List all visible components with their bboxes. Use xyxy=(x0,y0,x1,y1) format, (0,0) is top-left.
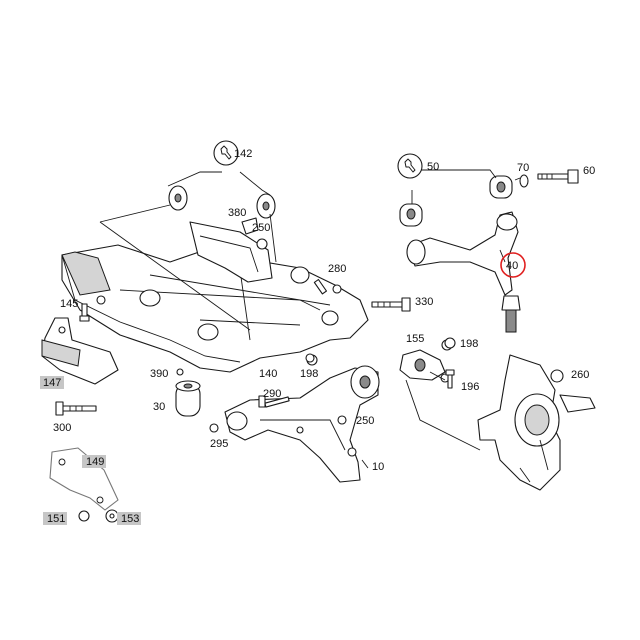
callout-147: 147 xyxy=(43,377,61,389)
callout-50: 50 xyxy=(427,161,439,173)
callout-290: 290 xyxy=(263,388,281,400)
bushing-30 xyxy=(175,380,201,417)
callout-380: 380 xyxy=(228,207,246,219)
nut-198-left xyxy=(305,353,315,363)
callout-155: 155 xyxy=(406,333,424,345)
nut-390 xyxy=(176,368,184,376)
steering-knuckle xyxy=(477,354,596,491)
callout-280: 280 xyxy=(328,263,346,275)
upper-arm-bushings-50 xyxy=(399,169,513,227)
label-box-149 xyxy=(82,455,106,468)
label-box-153 xyxy=(117,512,141,525)
callout-149: 149 xyxy=(86,456,104,468)
bolt-151 xyxy=(78,510,90,522)
nut-295 xyxy=(209,423,219,433)
bolt-196 xyxy=(445,369,455,389)
bracket-147 xyxy=(41,317,119,385)
subframe-bushings-142 xyxy=(99,171,277,331)
washer-153 xyxy=(105,509,119,523)
callout-198-right: 198 xyxy=(460,338,478,350)
callout-10: 10 xyxy=(372,461,384,473)
highlight-ring-40 xyxy=(500,252,526,278)
callout-40: 40 xyxy=(506,260,518,272)
bracket-380 xyxy=(241,217,259,235)
bolt-330 xyxy=(371,297,411,312)
callout-250-lower: 250 xyxy=(356,415,374,427)
callout-260: 260 xyxy=(571,369,589,381)
callout-153: 153 xyxy=(121,513,139,525)
callout-145: 145 xyxy=(60,298,78,310)
lower-control-arm-10 xyxy=(224,365,380,483)
callout-70: 70 xyxy=(517,162,529,174)
callout-196: 196 xyxy=(461,381,479,393)
washer-70 xyxy=(514,174,529,188)
label-box-151 xyxy=(43,512,67,525)
upper-control-arm-40 xyxy=(406,211,521,333)
wrench-icon xyxy=(213,140,239,166)
callout-390: 390 xyxy=(150,368,168,380)
callout-198-left: 198 xyxy=(300,368,318,380)
callout-30: 30 xyxy=(153,401,165,413)
callout-60: 60 xyxy=(583,165,595,177)
bolt-300 xyxy=(55,401,97,416)
callout-300: 300 xyxy=(53,422,71,434)
bolt-60 xyxy=(537,169,579,184)
wrench-icon xyxy=(397,153,423,179)
callout-140: 140 xyxy=(259,368,277,380)
stabilizer-bracket-155 xyxy=(399,339,481,451)
callout-295: 295 xyxy=(210,438,228,450)
nut-250-upper xyxy=(256,238,268,250)
callout-330: 330 xyxy=(415,296,433,308)
label-box-147 xyxy=(40,376,64,389)
subframe xyxy=(61,221,369,373)
nut-250-lower xyxy=(337,415,347,425)
leader-lines xyxy=(299,249,506,469)
callout-250-upper: 250 xyxy=(252,222,270,234)
nut-198-right xyxy=(444,337,456,349)
callout-142: 142 xyxy=(234,148,252,160)
bolt-290 xyxy=(258,395,290,408)
bolt-280 xyxy=(313,278,342,295)
bolt-145 xyxy=(79,303,90,322)
callout-151: 151 xyxy=(47,513,65,525)
